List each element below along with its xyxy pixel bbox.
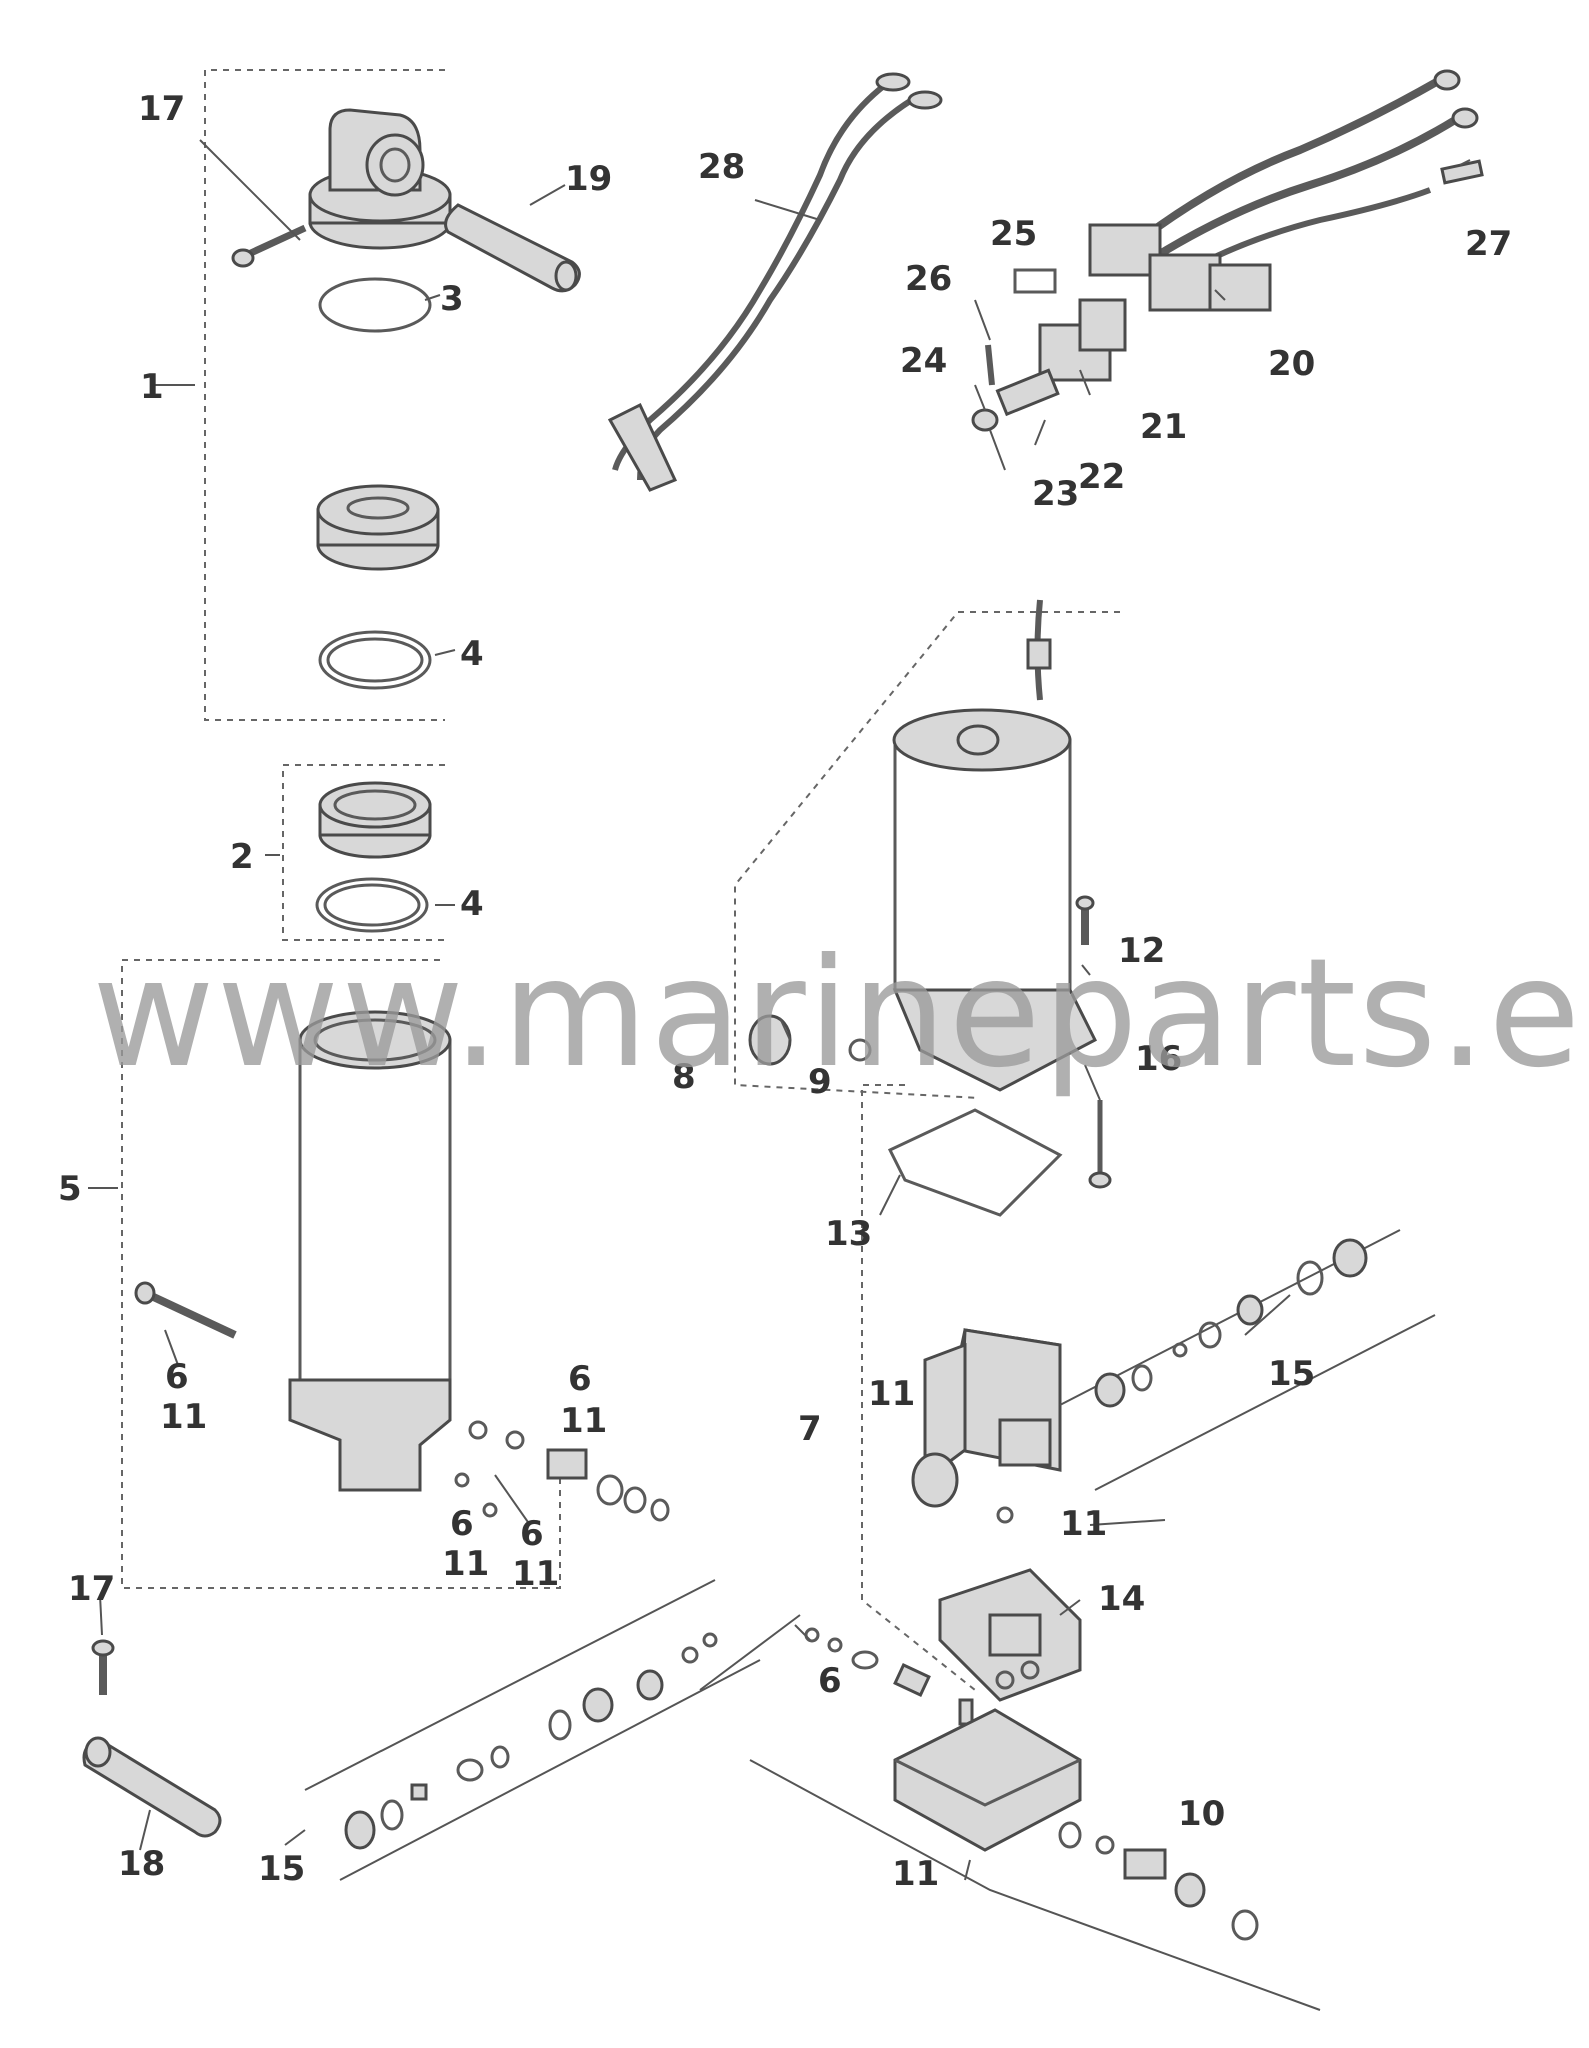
leader-lines — [88, 139, 1471, 1881]
callout-25: 25 — [990, 214, 1037, 254]
tag-25 — [1013, 268, 1057, 294]
bolt-17-lower — [91, 1639, 115, 1695]
base-plate-11 — [893, 1708, 1082, 1852]
tube-18 — [82, 1736, 222, 1838]
callout-11-a: 11 — [160, 1397, 207, 1437]
group-box-8 — [734, 611, 1120, 1099]
valve-parts-15-lower — [344, 1632, 718, 1850]
screw-26 — [985, 344, 995, 386]
callout-6-d: 6 — [520, 1514, 544, 1554]
callout-11-c: 11 — [442, 1544, 489, 1584]
o-ring-4-lower-inner — [323, 883, 421, 927]
reservoir-cap-2 — [318, 781, 432, 859]
callout-19: 19 — [565, 159, 612, 199]
relay-harness-20 — [1088, 69, 1479, 312]
callout-6-b: 6 — [568, 1359, 592, 1399]
callout-6-c: 6 — [450, 1504, 474, 1544]
o-ring-4-lower — [315, 877, 429, 933]
callout-27: 27 — [1465, 224, 1512, 264]
callout-23: 23 — [1032, 474, 1079, 514]
callout-17-lower: 17 — [68, 1569, 115, 1609]
relay-21 — [1038, 298, 1127, 382]
callout-13: 13 — [825, 1214, 872, 1254]
valve-strip-15-lower — [304, 1579, 761, 1881]
callout-10: 10 — [1178, 1794, 1225, 1834]
callout-26: 26 — [905, 259, 952, 299]
callout-12: 12 — [1118, 931, 1165, 971]
callout-11-g: 11 — [892, 1854, 939, 1894]
tube-19 — [444, 203, 581, 293]
screw-16 — [1088, 1100, 1112, 1189]
o-ring-4-upper — [318, 630, 432, 690]
valve-parts-10 — [1058, 1821, 1259, 1941]
callout-22: 22 — [1078, 457, 1125, 497]
manifold-14 — [938, 1568, 1082, 1702]
callout-15-upper: 15 — [1268, 1354, 1315, 1394]
callout-21: 21 — [1140, 407, 1187, 447]
bolt-12 — [1075, 895, 1095, 945]
valve-parts-6-11 — [454, 1420, 670, 1522]
callout-11-d: 11 — [512, 1554, 559, 1594]
trim-cylinder-5 — [288, 1010, 452, 1492]
callout-17-upper: 17 — [138, 89, 185, 129]
callout-5: 5 — [58, 1169, 82, 1209]
bracket-22 — [995, 368, 1060, 417]
piston-1-lower — [316, 484, 440, 571]
callout-11-f: 11 — [1060, 1504, 1107, 1544]
callout-11-e: 11 — [868, 1374, 915, 1414]
callout-15-lower: 15 — [258, 1849, 305, 1889]
callout-3: 3 — [440, 279, 464, 319]
callout-14: 14 — [1098, 1579, 1145, 1619]
callout-24: 24 — [900, 341, 947, 381]
callout-18: 18 — [118, 1844, 165, 1884]
o-ring-3 — [318, 277, 432, 333]
trim-motor-8 — [892, 599, 1097, 1092]
trim-pump-cap-assembly — [308, 108, 452, 250]
callout-2: 2 — [230, 837, 254, 877]
wire-harness-28 — [607, 72, 943, 492]
group-box-1 — [204, 69, 445, 721]
callout-4-lower: 4 — [460, 884, 484, 924]
valve-parts-15-upper — [1094, 1238, 1368, 1408]
valve-strip-6-11 — [699, 1614, 1321, 2011]
group-box-7 — [861, 1084, 976, 1691]
callout-1: 1 — [140, 367, 164, 407]
callout-6-e: 6 — [818, 1661, 842, 1701]
callout-28: 28 — [698, 147, 745, 187]
callout-7: 7 — [798, 1409, 822, 1449]
callout-9: 9 — [808, 1062, 832, 1102]
callout-8: 8 — [672, 1057, 696, 1097]
callout-6-a: 6 — [165, 1357, 189, 1397]
gasket-13 — [887, 1108, 1063, 1217]
pump-body-7 — [911, 1328, 1062, 1508]
callout-4-upper: 4 — [460, 634, 484, 674]
o-ring-4-upper-inner — [326, 637, 424, 683]
watermark: www.marineparts.eu — [92, 927, 1589, 1101]
ball-11-7 — [996, 1506, 1014, 1524]
callout-16: 16 — [1135, 1039, 1182, 1079]
callout-11-b: 11 — [560, 1401, 607, 1441]
bolt-6-11 — [134, 1281, 237, 1339]
valve-parts-6 — [804, 1627, 931, 1697]
callout-20: 20 — [1268, 344, 1315, 384]
